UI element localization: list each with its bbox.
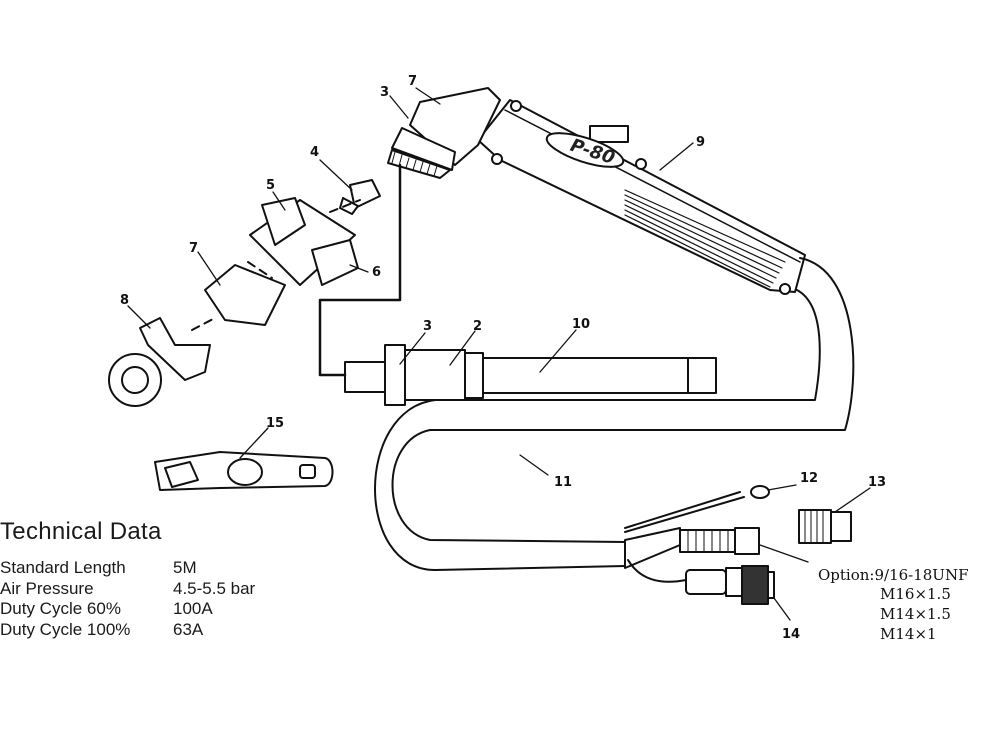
thread-options: Option:9/16-18UNF M16×1.5 M14×1.5 M14×1 bbox=[818, 566, 968, 643]
callout-15: 15 bbox=[266, 416, 284, 431]
callout-10: 10 bbox=[572, 317, 590, 332]
technical-data-title: Technical Data bbox=[0, 518, 162, 545]
option-line-2: M16×1.5 bbox=[880, 585, 951, 603]
spanner bbox=[154, 451, 334, 491]
callout-7-shield: 7 bbox=[189, 241, 198, 256]
callout-7-head: 7 bbox=[408, 74, 417, 89]
callout-12: 12 bbox=[800, 471, 818, 486]
callout-5: 5 bbox=[266, 178, 275, 193]
callout-numbers: 7 3 4 5 6 7 8 9 3 2 10 11 12 13 14 15 bbox=[120, 74, 886, 642]
option-line-3: M14×1.5 bbox=[880, 605, 951, 623]
torch-straight-body bbox=[318, 163, 717, 406]
hose-fittings bbox=[624, 485, 852, 605]
torch-handle bbox=[477, 99, 806, 295]
callout-8: 8 bbox=[120, 293, 129, 308]
tech-row: Standard Length 5M bbox=[0, 558, 293, 579]
consumables bbox=[108, 179, 381, 407]
tech-label: Air Pressure bbox=[0, 578, 94, 598]
callout-11: 11 bbox=[554, 475, 572, 490]
callout-2: 2 bbox=[473, 319, 482, 334]
callout-14: 14 bbox=[782, 627, 800, 642]
torch-head bbox=[387, 87, 501, 179]
callout-6: 6 bbox=[372, 265, 381, 280]
tech-row: Air Pressure 4.5-5.5 bar bbox=[0, 579, 293, 600]
tech-label: Standard Length bbox=[0, 558, 126, 577]
callout-4: 4 bbox=[310, 145, 319, 160]
callout-9: 9 bbox=[696, 135, 705, 150]
tech-value: 100A bbox=[173, 599, 213, 618]
leader-lines bbox=[127, 87, 871, 621]
callout-3-body: 3 bbox=[423, 319, 432, 334]
tech-label: Duty Cycle 60% bbox=[0, 599, 121, 618]
torch-hose bbox=[374, 257, 855, 571]
tech-row: Duty Cycle 60% 100A bbox=[0, 599, 293, 620]
callout-13: 13 bbox=[868, 475, 886, 490]
option-line-1: Option:9/16-18UNF bbox=[818, 566, 968, 584]
tech-value: 4.5-5.5 bar bbox=[173, 578, 256, 598]
tech-row: Duty Cycle 100% 63A bbox=[0, 620, 293, 641]
tech-value: 5M bbox=[173, 558, 197, 577]
option-line-4: M14×1 bbox=[880, 625, 937, 643]
tech-label: Duty Cycle 100% bbox=[0, 619, 131, 639]
callout-3-head: 3 bbox=[380, 85, 389, 100]
technical-data-panel: Technical Data Standard Length 5M Air Pr… bbox=[0, 518, 293, 640]
tech-value: 63A bbox=[173, 619, 204, 639]
